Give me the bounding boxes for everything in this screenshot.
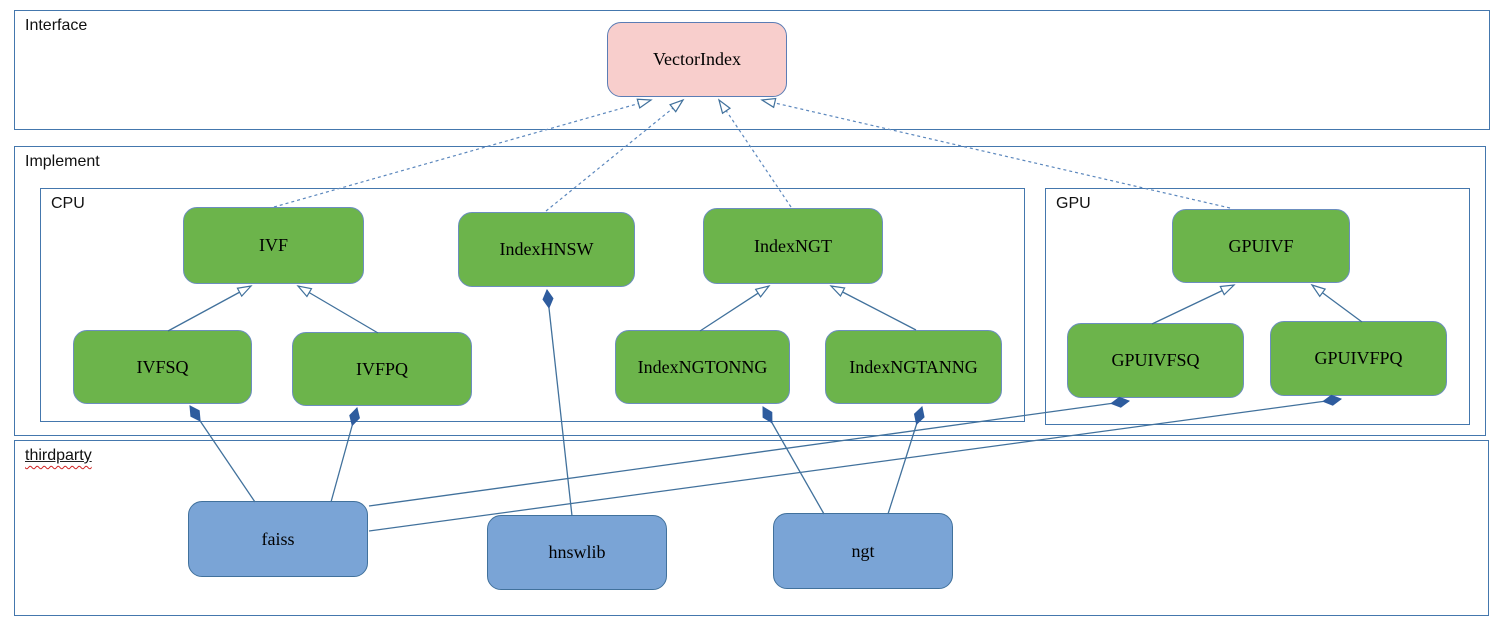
node-indexhnsw[interactable]: IndexHNSW [458,212,635,287]
node-ivf[interactable]: IVF [183,207,364,284]
node-indexngtonng[interactable]: IndexNGTONNG [615,330,790,404]
edge-ivfpq-ivf[interactable] [296,285,379,334]
container-gpu-label: GPU [1056,195,1091,212]
node-gpuivfsq[interactable]: GPUIVFSQ [1067,323,1244,398]
edge-indexngtanng-indexngt[interactable] [829,285,917,331]
node-ivfsq[interactable]: IVFSQ [73,330,252,404]
node-gpuivf-label: GPUIVF [1228,235,1294,256]
node-gpuivf[interactable]: GPUIVF [1172,209,1350,283]
node-hnswlib[interactable]: hnswlib [487,515,667,590]
edge-faiss-ivfsq[interactable] [190,406,256,503]
node-ivfsq-label: IVFSQ [136,356,189,377]
container-implement-label: Implement [25,153,100,170]
edge-ngt-indexngtonng[interactable] [762,407,825,515]
node-hnswlib-label: hnswlib [548,542,606,562]
node-vectorindex-label: VectorIndex [653,49,741,69]
node-gpuivfpq-label: GPUIVFPQ [1314,348,1403,368]
edge-ivf-vectorindex[interactable] [273,98,653,208]
node-ngt[interactable]: ngt [773,513,953,589]
node-gpuivfpq[interactable]: GPUIVFPQ [1270,321,1447,396]
edge-gpuivf-vectorindex[interactable] [760,97,1231,209]
edge-ivfsq-ivf[interactable] [167,285,253,332]
container-interface-label: Interface [25,17,88,34]
container-cpu[interactable]: CPU [40,188,1025,422]
edge-ngt-indexngtanng[interactable] [887,407,922,515]
node-faiss-label: faiss [261,528,295,549]
node-indexngt[interactable]: IndexNGT [703,208,883,284]
edge-gpuivfsq-gpuivf[interactable] [1151,284,1236,325]
node-indexngt-label: IndexNGT [754,235,832,256]
node-gpuivfsq-label: GPUIVFSQ [1111,350,1200,370]
container-thirdparty-label: thirdparty [25,447,92,465]
node-ivfpq[interactable]: IVFPQ [292,332,472,406]
node-ngt-label: ngt [851,540,875,561]
edge-indexhnsw-vectorindex[interactable] [545,98,685,212]
container-gpu[interactable]: GPU [1045,188,1470,425]
edge-faiss-gpuivfsq[interactable] [368,401,1129,507]
edge-gpuivfpq-gpuivf[interactable] [1310,283,1363,323]
node-ivf-label: IVF [258,235,288,255]
container-thirdparty-text: thirdparty [25,447,92,464]
edge-indexngtonng-indexngt[interactable] [699,284,771,332]
container-thirdparty[interactable]: thirdparty [14,440,1489,616]
container-cpu-label: CPU [51,195,85,212]
edge-faiss-ivfpq[interactable] [330,408,357,503]
node-vectorindex[interactable]: VectorIndex [607,22,787,97]
node-faiss[interactable]: faiss [188,501,368,577]
node-indexngtanng[interactable]: IndexNGTANNG [825,330,1002,404]
node-indexngtonng-label: IndexNGTONNG [637,356,768,377]
node-ivfpq-label: IVFPQ [355,358,408,379]
edge-faiss-gpuivfpq[interactable] [368,399,1341,532]
container-interface[interactable]: Interface [14,10,1490,130]
node-indexhnsw-label: IndexHNSW [499,239,594,259]
node-indexngtanng-label: IndexNGTANNG [849,356,978,377]
